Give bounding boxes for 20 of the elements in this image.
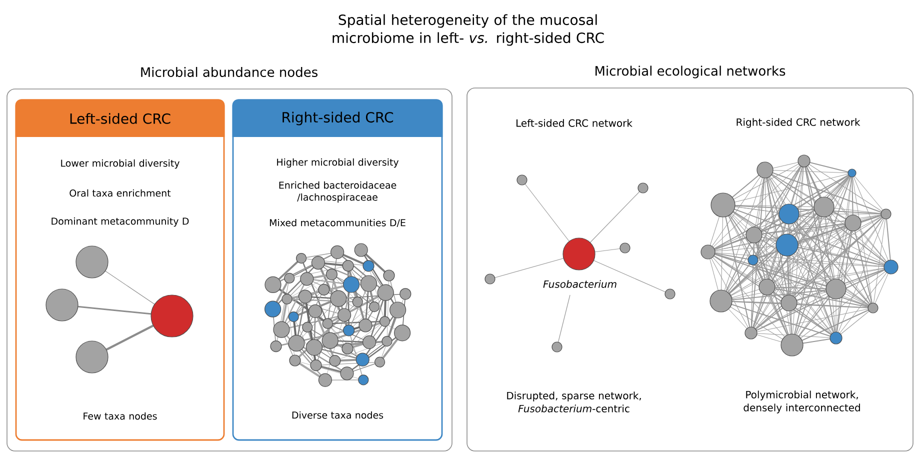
panel [6,66,452,452]
feature-text: Dominant metacommunity D [52,217,189,227]
feature-text: Oral taxa enrichment [70,189,171,197]
feature-text: Mixed metacommunities D/E [270,218,406,228]
card-header: Left-sided CRC [15,99,225,137]
feature-text: Higher microbial diversity [277,158,399,168]
feature-text: Enriched bacteroidaceae /lachnospiraceae [279,181,396,203]
card-footer: Few taxa nodes [84,412,157,420]
network-title: Left-sided CRC network [516,119,632,127]
card-header: Right-sided CRC [232,99,443,137]
title: Spatial heterogeneity of the mucosal microbiome in left- vs. right-sided CRC [332,14,604,46]
feature-text: Lower microbial diversity [61,159,180,169]
network-caption: Polymicrobial network, densely interconnected [744,390,860,414]
network-caption: Disrupted, sparse network, Fusobacterium-centric [507,392,641,412]
taxon-label: Fusobacterium [543,280,616,288]
card-footer: Diverse taxa nodes [292,411,384,419]
panel [466,66,914,452]
panel-heading: Microbial ecological networks [596,66,786,78]
panel-heading: Microbial abundance nodes [141,66,318,78]
network-title: Right-sided CRC network [736,118,860,128]
